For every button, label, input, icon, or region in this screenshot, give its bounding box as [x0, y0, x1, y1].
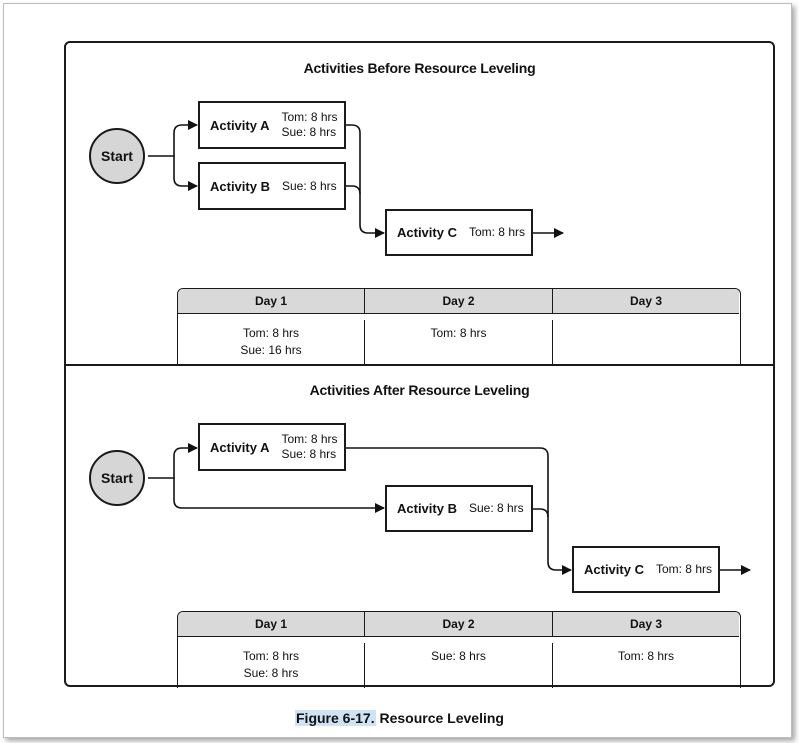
day-cell: Tom: 8 hrs — [364, 320, 552, 365]
resource-line: Tom: 8 hrs — [655, 562, 712, 576]
resource-line: Sue: 8 hrs — [281, 125, 337, 139]
connector-start-to-b-before — [173, 156, 198, 191]
connector-a-to-c-before — [346, 124, 385, 238]
connector-start-to-b-after — [173, 478, 385, 513]
resource-line: Tom: 8 hrs — [468, 225, 525, 239]
connector-b-to-c-after — [533, 508, 549, 518]
activity-a-before: Activity A Tom: 8 hrs Sue: 8 hrs — [198, 101, 346, 149]
connector-b-to-c-before — [346, 185, 361, 195]
day-header: Day 2 — [364, 612, 552, 637]
day-cell: Tom: 8 hrs — [552, 643, 739, 688]
figure-title: Resource Leveling — [379, 710, 504, 726]
day-cell-line: Tom: 8 hrs — [242, 326, 299, 340]
after-section-title: Activities After Resource Leveling — [309, 382, 530, 398]
day-header: Day 1 — [178, 612, 364, 637]
activity-resources: Sue: 8 hrs — [282, 179, 337, 194]
resource-line: Sue: 8 hrs — [468, 501, 524, 515]
activity-resources: Sue: 8 hrs — [469, 501, 524, 516]
resource-line: Tom: 8 hrs — [281, 432, 338, 446]
day-cell-line: Sue: 16 hrs — [240, 343, 302, 357]
day-header: Day 1 — [178, 289, 364, 314]
activity-c-before: Activity C Tom: 8 hrs — [385, 209, 533, 256]
activity-resources: Tom: 8 hrs — [656, 562, 712, 577]
activity-name: Activity B — [397, 501, 457, 516]
day-table-before: Day 1 Day 2 Day 3 Tom: 8 hrs Sue: 16 hrs… — [177, 288, 741, 365]
activity-c-after: Activity C Tom: 8 hrs — [572, 546, 720, 593]
day-cell-line: Sue: 8 hrs — [243, 666, 299, 680]
day-cell-line: Tom: 8 hrs — [617, 649, 674, 663]
figure-caption: Figure 6-17. Resource Leveling — [0, 710, 799, 726]
start-label: Start — [101, 148, 133, 164]
day-header: Day 3 — [552, 289, 739, 314]
start-label: Start — [101, 470, 133, 486]
activity-name: Activity B — [210, 178, 270, 194]
day-cell-line: Sue: 8 hrs — [431, 649, 486, 663]
start-node-before: Start — [89, 128, 145, 184]
connector-start-to-a-after — [148, 443, 198, 479]
start-node-after: Start — [89, 450, 145, 506]
connector-start-to-a-before — [148, 120, 198, 157]
activity-b-after: Activity B Sue: 8 hrs — [385, 485, 533, 532]
day-cell: Sue: 8 hrs — [364, 643, 552, 688]
activity-name: Activity C — [584, 562, 644, 577]
day-cell — [552, 320, 739, 365]
day-header: Day 2 — [364, 289, 552, 314]
day-header: Day 3 — [552, 612, 739, 637]
activity-resources: Tom: 8 hrs Sue: 8 hrs — [281, 110, 337, 140]
day-cell: Tom: 8 hrs Sue: 8 hrs — [178, 643, 364, 688]
day-cell-line: Tom: 8 hrs — [430, 326, 487, 340]
before-section-title: Activities Before Resource Leveling — [303, 60, 536, 76]
resource-line: Sue: 8 hrs — [281, 447, 337, 461]
resource-line: Tom: 8 hrs — [281, 110, 338, 124]
day-cell: Tom: 8 hrs Sue: 16 hrs — [178, 320, 364, 365]
day-table-after: Day 1 Day 2 Day 3 Tom: 8 hrs Sue: 8 hrs … — [177, 611, 741, 688]
activity-resources: Tom: 8 hrs Sue: 8 hrs — [281, 432, 337, 462]
activity-resources: Tom: 8 hrs — [469, 225, 525, 240]
connector-a-to-c-after — [346, 447, 572, 575]
activity-name: Activity C — [397, 225, 457, 240]
day-cell-line: Tom: 8 hrs — [242, 649, 299, 663]
activity-b-before: Activity B Sue: 8 hrs — [198, 162, 346, 210]
resource-line: Sue: 8 hrs — [281, 178, 337, 193]
activity-name: Activity A — [210, 117, 270, 133]
activity-a-after: Activity A Tom: 8 hrs Sue: 8 hrs — [198, 423, 346, 471]
activity-name: Activity A — [210, 439, 270, 455]
section-divider — [64, 364, 775, 366]
figure-label: Figure 6-17. — [295, 710, 376, 726]
